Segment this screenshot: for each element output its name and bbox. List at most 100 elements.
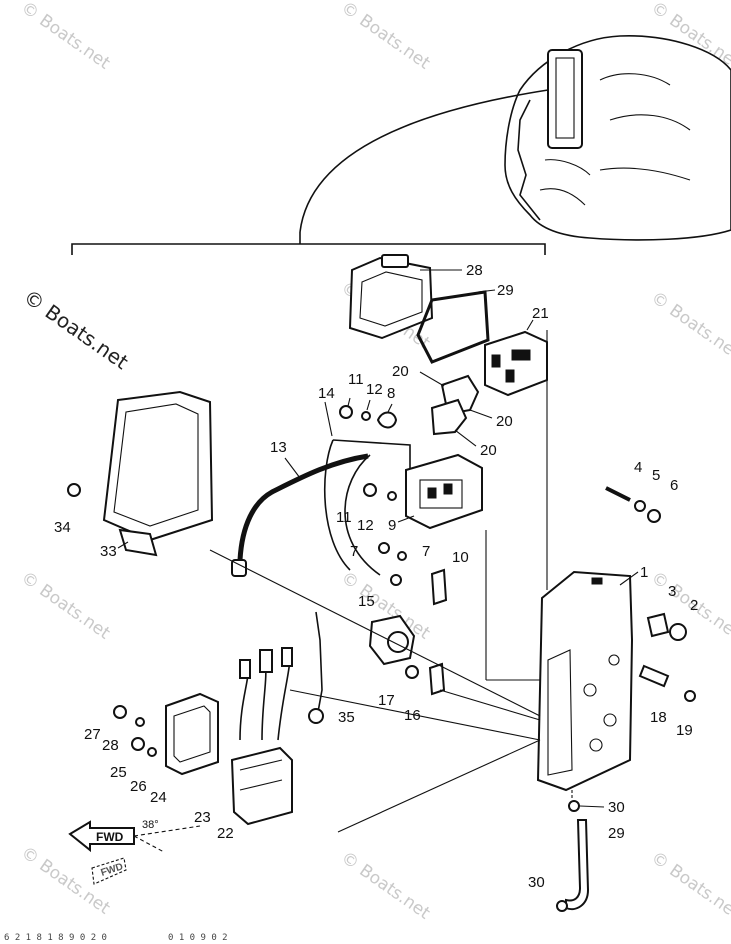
part-32-screw	[67, 483, 81, 497]
callout-8: 10	[452, 549, 469, 566]
callout-9: 9	[388, 517, 396, 534]
part-28-washer	[135, 717, 145, 727]
part-2-bolt	[669, 623, 687, 641]
callout-27: 27	[84, 726, 101, 743]
engine-outline	[504, 35, 731, 241]
callout-4: 4	[634, 459, 642, 476]
callout-25: 25	[110, 764, 127, 781]
part-29-hose	[565, 819, 590, 910]
part-7-screw-b	[390, 574, 402, 586]
callout-10: 8	[387, 385, 395, 402]
part-34-gasket	[416, 290, 490, 364]
part-6-nut	[647, 509, 661, 523]
wire-c	[332, 439, 411, 470]
watermark: © Boats.net	[647, 288, 731, 364]
part-35-terminal	[308, 708, 324, 724]
callout-28: 28	[102, 737, 119, 754]
callout-6: 6	[670, 477, 678, 494]
assembly-line-2	[439, 689, 541, 721]
part-10-clip	[376, 411, 398, 429]
callout-19: 19	[676, 722, 693, 739]
part-13-cable	[237, 453, 369, 561]
callout-17: 17	[378, 692, 395, 709]
wire-b	[344, 454, 381, 576]
watermark: © Boats.net	[647, 0, 731, 74]
watermark: © Boats.net	[337, 848, 434, 924]
callout-30a: 30	[608, 799, 625, 816]
part-18-clamp	[638, 664, 670, 688]
footer-code-left: 6 2 1 8 1 8 9 0 2 0	[4, 933, 107, 943]
main-watermark: © Boats.net	[19, 284, 133, 374]
part-1-main-box	[536, 570, 634, 792]
assembly-line-1	[209, 549, 541, 717]
callout-13: 13	[270, 439, 287, 456]
callout-32: 34	[54, 519, 71, 536]
callout-7b: 7	[422, 543, 430, 560]
watermark: © Boats.net	[17, 0, 114, 74]
part-33-cover	[348, 254, 434, 340]
callout-35: 35	[338, 709, 355, 726]
part-11-screw	[339, 405, 353, 419]
part-5-washer	[634, 500, 646, 512]
callout-11a: 11	[348, 371, 364, 388]
callout-7a: 7	[350, 543, 358, 560]
footer-code-right: 0 1 0 9 0 2	[168, 933, 228, 943]
angle-label: 38°	[142, 819, 159, 831]
callout-30b: 30	[528, 874, 545, 891]
part-3-grommet	[646, 612, 670, 638]
callout-31: 33	[100, 543, 117, 560]
watermark: © Boats.net	[17, 568, 114, 644]
part-24-cover	[165, 692, 219, 776]
callout-20b: 20	[496, 413, 513, 430]
watermark: © Boats.net	[337, 0, 434, 74]
part-11-screw-b	[363, 483, 377, 497]
callout-29: 29	[608, 825, 625, 842]
part-27-screw	[113, 705, 127, 719]
watermark: © Boats.net	[647, 848, 731, 924]
part-12-washer-b	[387, 491, 397, 501]
callout-26: 26	[130, 778, 147, 795]
callout-11b: 11	[336, 509, 352, 526]
wire-a	[323, 439, 351, 571]
part-9-switch	[405, 453, 483, 530]
callout-20a: 20	[392, 363, 409, 380]
part-22-cdi-unit	[230, 746, 293, 826]
assembly-bracket	[71, 243, 546, 255]
callout-24: 24	[150, 789, 167, 806]
callout-2: 2	[690, 597, 698, 614]
callout-22: 22	[217, 825, 234, 842]
part-30-clip-b	[556, 900, 568, 912]
engine-mounted-box	[547, 49, 583, 149]
part-12-washer	[361, 411, 371, 421]
fwd-label: FWD	[96, 830, 124, 844]
part-30-clip	[568, 800, 580, 812]
callout-34: 29	[497, 282, 514, 299]
part-4-bolt	[605, 486, 631, 502]
watermark: © Boats.net	[17, 843, 114, 919]
leader-curve	[299, 89, 549, 233]
callout-12b: 12	[357, 517, 374, 534]
part-17-screw	[405, 665, 419, 679]
callout-33: 28	[466, 262, 483, 279]
callout-20c: 20	[480, 442, 497, 459]
callout-23: 23	[194, 809, 211, 826]
part-16-bracket	[428, 662, 446, 696]
part-19-screw	[684, 690, 696, 702]
part-26-washer	[147, 747, 157, 757]
callout-18: 18	[650, 709, 667, 726]
part-21-relay	[484, 330, 548, 397]
part-31-bracket	[102, 390, 214, 557]
callout-15: 15	[358, 593, 375, 610]
callout-16: 16	[404, 707, 421, 724]
part-25-screw	[131, 737, 145, 751]
callout-14: 14	[318, 385, 335, 402]
part-20-connectors	[430, 374, 480, 436]
callout-12a: 12	[366, 381, 383, 398]
fwd-direction-indicator: FWD 38° FWD	[68, 819, 201, 885]
callout-3: 3	[668, 583, 676, 600]
part-8-bracket	[430, 568, 448, 606]
part-7-screw	[378, 542, 390, 554]
callout-5: 5	[652, 467, 660, 484]
callout-1: 1	[640, 564, 648, 581]
